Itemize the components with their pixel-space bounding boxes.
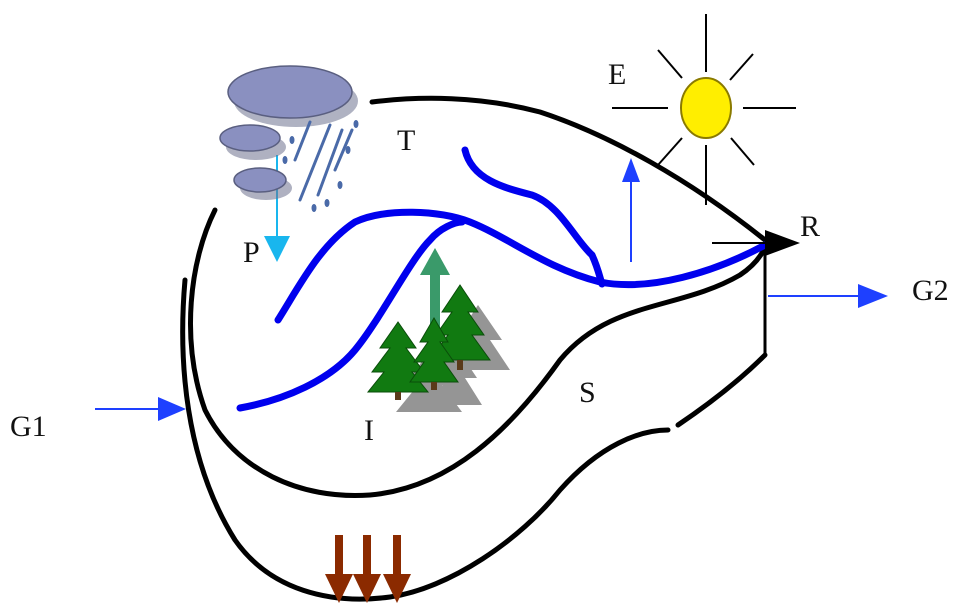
boundary-gap-segment [678, 355, 765, 425]
label-groundwater-out: G2 [912, 274, 949, 307]
label-soil-storage: S [579, 376, 596, 409]
deep-seepage-arrows [325, 535, 411, 603]
label-transpiration: T [397, 124, 415, 157]
label-interception: I [364, 414, 374, 447]
tributary-upper [465, 150, 602, 284]
seepage-arrow [353, 535, 381, 603]
label-runoff: R [800, 210, 820, 243]
label-evaporation: E [608, 58, 626, 91]
main-river [278, 212, 765, 320]
rain-cloud-icon [220, 66, 359, 212]
seepage-arrow [325, 535, 353, 603]
groundwater-inflow-arrow [95, 397, 186, 421]
label-precipitation: P [243, 236, 260, 269]
groundwater-outflow-arrow [768, 284, 888, 308]
pine-trees-icon [368, 248, 510, 412]
label-groundwater-in: G1 [10, 410, 47, 443]
evaporation-arrow [622, 158, 640, 262]
sun-icon [612, 14, 796, 205]
